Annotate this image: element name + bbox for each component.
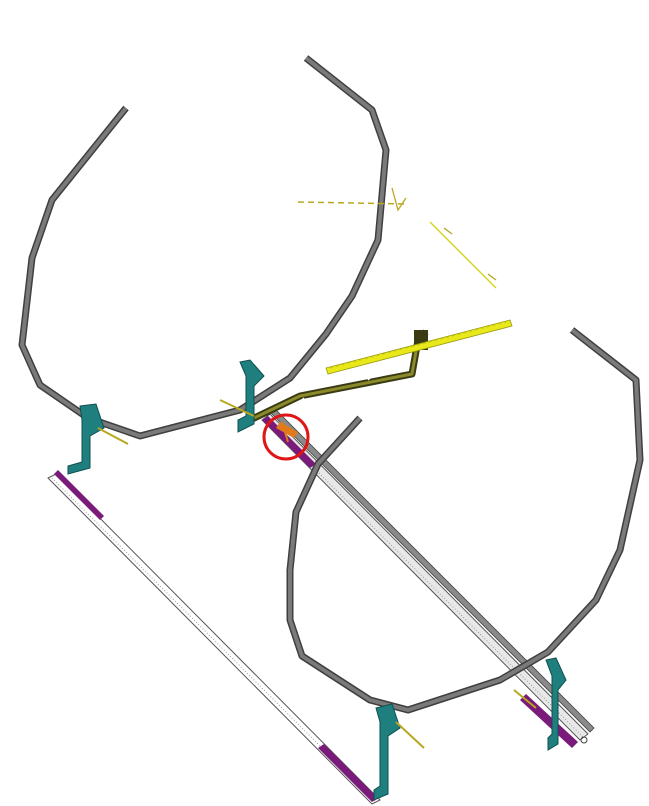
support-lower-right[interactable] [513,657,567,751]
right-rail[interactable] [261,407,595,748]
support-mid[interactable] [219,359,265,433]
yellow-beam[interactable] [325,319,513,375]
pipe-loop-upper-left[interactable] [18,55,390,440]
support-lower-left[interactable] [373,703,425,801]
left-rail[interactable] [47,470,381,805]
support-left[interactable] [67,403,129,475]
fitting-markers [295,371,377,407]
pipe-loop-lower-right[interactable] [286,327,644,714]
selected-component[interactable] [276,421,298,443]
connecting-spool[interactable] [248,329,429,424]
construction-lines [297,187,497,289]
highlight-circle-icon[interactable] [262,413,310,461]
